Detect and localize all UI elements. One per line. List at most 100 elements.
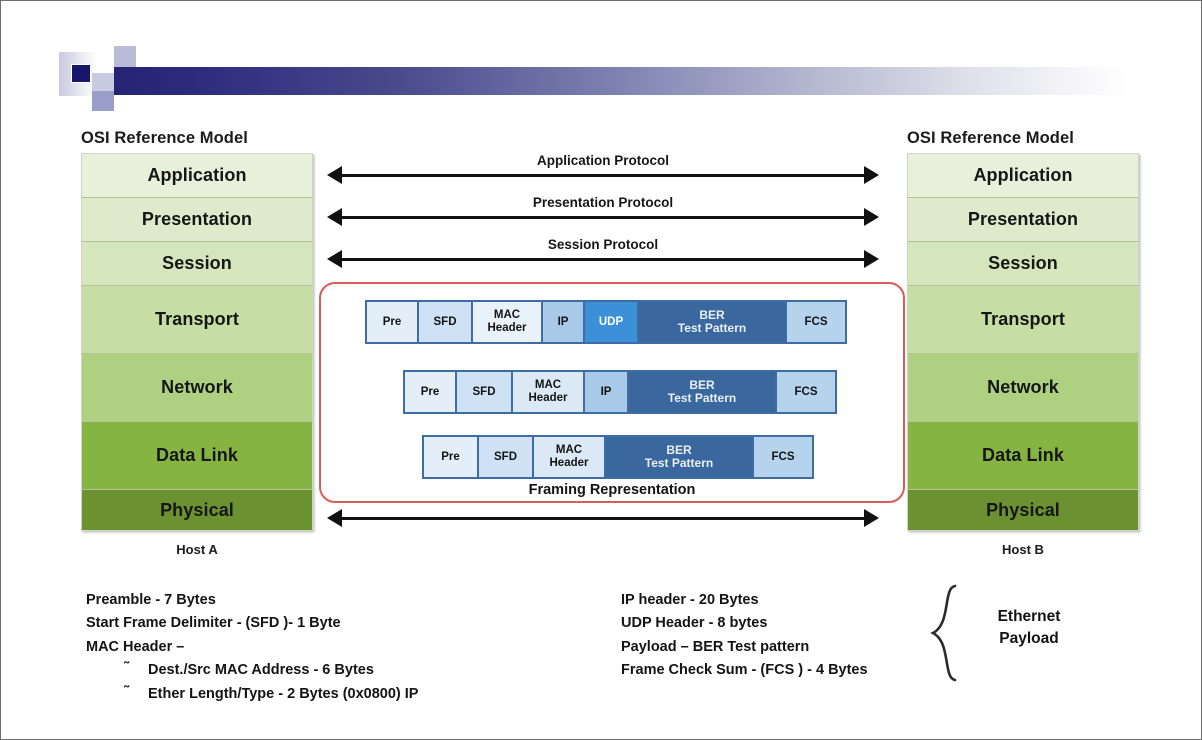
- frame-segment-label: FCS: [794, 385, 818, 398]
- osi-layer-session[interactable]: Session: [81, 241, 313, 285]
- osi-layer-label: Presentation: [141, 209, 253, 229]
- frame-segment-sublabel: Test Pattern: [644, 456, 714, 470]
- frame-segment-ip[interactable]: IP: [543, 302, 585, 342]
- osi-layer-label: Network: [161, 377, 233, 397]
- legend-left-line-2: MAC Header –: [86, 638, 185, 655]
- banner-square-top: [114, 46, 136, 67]
- osi-layer-data-link[interactable]: Data Link: [907, 421, 1139, 489]
- application-protocol-label: Application Protocol: [536, 153, 669, 168]
- frame-segment-sfd[interactable]: SFD: [479, 437, 534, 477]
- frame-segment-pre[interactable]: Pre: [367, 302, 419, 342]
- session-protocol-arrow: Session Protocol: [327, 237, 879, 279]
- frame-segment-label: BER: [699, 307, 725, 322]
- frame-segment-sublabel: Test Pattern: [667, 391, 737, 405]
- arrow-shaft: [341, 258, 865, 261]
- ethernet-payload-line2: Payload: [999, 630, 1059, 647]
- host-b-label: Host B: [1002, 542, 1044, 557]
- arrow-head-left-icon: [327, 509, 342, 527]
- osi-layer-application[interactable]: Application: [907, 153, 1139, 197]
- osi-layer-label: Physical: [986, 499, 1060, 520]
- frame-segment-label: SFD: [433, 315, 457, 328]
- frame-segment-label: BER: [689, 377, 715, 392]
- frame-segment-udp[interactable]: UDP: [585, 302, 639, 342]
- frame-segment-label: FCS: [771, 450, 795, 463]
- frame-segment-sublabel: Test Pattern: [677, 321, 747, 335]
- osi-layer-physical[interactable]: Physical: [907, 489, 1139, 531]
- frame-segment-fcs[interactable]: FCS: [777, 372, 835, 412]
- framing-representation-caption: Framing Representation: [528, 482, 696, 498]
- arrow-shaft: [341, 517, 865, 520]
- arrow-head-left-icon: [327, 166, 342, 184]
- ethernet-payload-label: Ethernet Payload: [969, 606, 1089, 650]
- osi-layer-label: Transport: [155, 309, 239, 329]
- frame-segment-pre[interactable]: Pre: [405, 372, 457, 412]
- bullet-dash-icon: ˜: [124, 660, 129, 677]
- legend-right-line-0: IP header - 20 Bytes: [621, 592, 759, 608]
- banner-square-mid-left: [92, 73, 114, 94]
- osi-layer-physical[interactable]: Physical: [81, 489, 313, 531]
- frame-segment-label: SFD: [494, 450, 517, 463]
- legend-right-line-3: Frame Check Sum - (FCS ) - 4 Bytes: [621, 662, 868, 679]
- frame-segment-label: Pre: [441, 450, 460, 463]
- bullet-dash-icon: ˜: [124, 683, 129, 700]
- osi-layer-network[interactable]: Network: [81, 353, 313, 421]
- frame-segment-sublabel: Header: [528, 392, 568, 404]
- osi-layer-label: Physical: [160, 499, 234, 520]
- frame-segment-sfd[interactable]: SFD: [419, 302, 473, 342]
- frame-segment-sublabel: Header: [487, 322, 527, 334]
- ethernet-payload-line1: Ethernet: [997, 608, 1061, 625]
- frame-segment-pre[interactable]: Pre: [424, 437, 479, 477]
- physical-layer-arrow: [327, 496, 879, 538]
- frame-segment-sfd[interactable]: SFD: [457, 372, 513, 412]
- legend-right-line-2: Payload – BER Test pattern: [621, 638, 810, 655]
- osi-layer-presentation[interactable]: Presentation: [907, 197, 1139, 241]
- frame-segment-label: UDP: [598, 315, 624, 328]
- frame-segment-label: SFD: [472, 385, 496, 398]
- legend-left-subline-0: ˜Dest./Src MAC Address - 6 Bytes: [86, 659, 418, 682]
- legend-right-line-1: UDP Header - 8 bytes: [621, 615, 768, 632]
- arrow-head-right-icon: [864, 509, 879, 527]
- arrow-shaft: [341, 174, 865, 177]
- osi-layer-label: Session: [988, 253, 1058, 273]
- osi-layer-label: Transport: [981, 309, 1065, 329]
- osi-layer-data-link[interactable]: Data Link: [81, 421, 313, 489]
- osi-layer-label: Session: [162, 253, 232, 273]
- frame-segment-fcs[interactable]: FCS: [754, 437, 812, 477]
- frame-segment-label: MAC: [534, 379, 562, 392]
- arrow-head-right-icon: [864, 166, 879, 184]
- presentation-protocol-label: Presentation Protocol: [532, 195, 674, 210]
- host-a-label: Host A: [176, 542, 218, 557]
- banner-gradient-bar: [114, 67, 1133, 95]
- arrow-head-left-icon: [327, 208, 342, 226]
- osi-layer-transport[interactable]: Transport: [81, 285, 313, 353]
- osi-layer-label: Presentation: [967, 209, 1079, 229]
- osi-layer-transport[interactable]: Transport: [907, 285, 1139, 353]
- arrow-head-left-icon: [327, 250, 342, 268]
- osi-layer-label: Network: [987, 377, 1059, 397]
- session-protocol-label: Session Protocol: [547, 237, 659, 252]
- banner-square-lower: [92, 91, 114, 111]
- osi-layer-network[interactable]: Network: [907, 353, 1139, 421]
- osi-layer-presentation[interactable]: Presentation: [81, 197, 313, 241]
- frame-segment-fcs[interactable]: FCS: [787, 302, 845, 342]
- arrow-shaft: [341, 216, 865, 219]
- frame-segment-ip[interactable]: IP: [585, 372, 629, 412]
- banner-accent-square: [71, 64, 91, 83]
- frame-segment-label: Pre: [420, 385, 440, 398]
- osi-layer-session[interactable]: Session: [907, 241, 1139, 285]
- frame-segment-label: BER: [666, 442, 692, 457]
- application-protocol-arrow: Application Protocol: [327, 153, 879, 195]
- right-stack-title: OSI Reference Model: [907, 129, 1074, 147]
- osi-layer-application[interactable]: Application: [81, 153, 313, 197]
